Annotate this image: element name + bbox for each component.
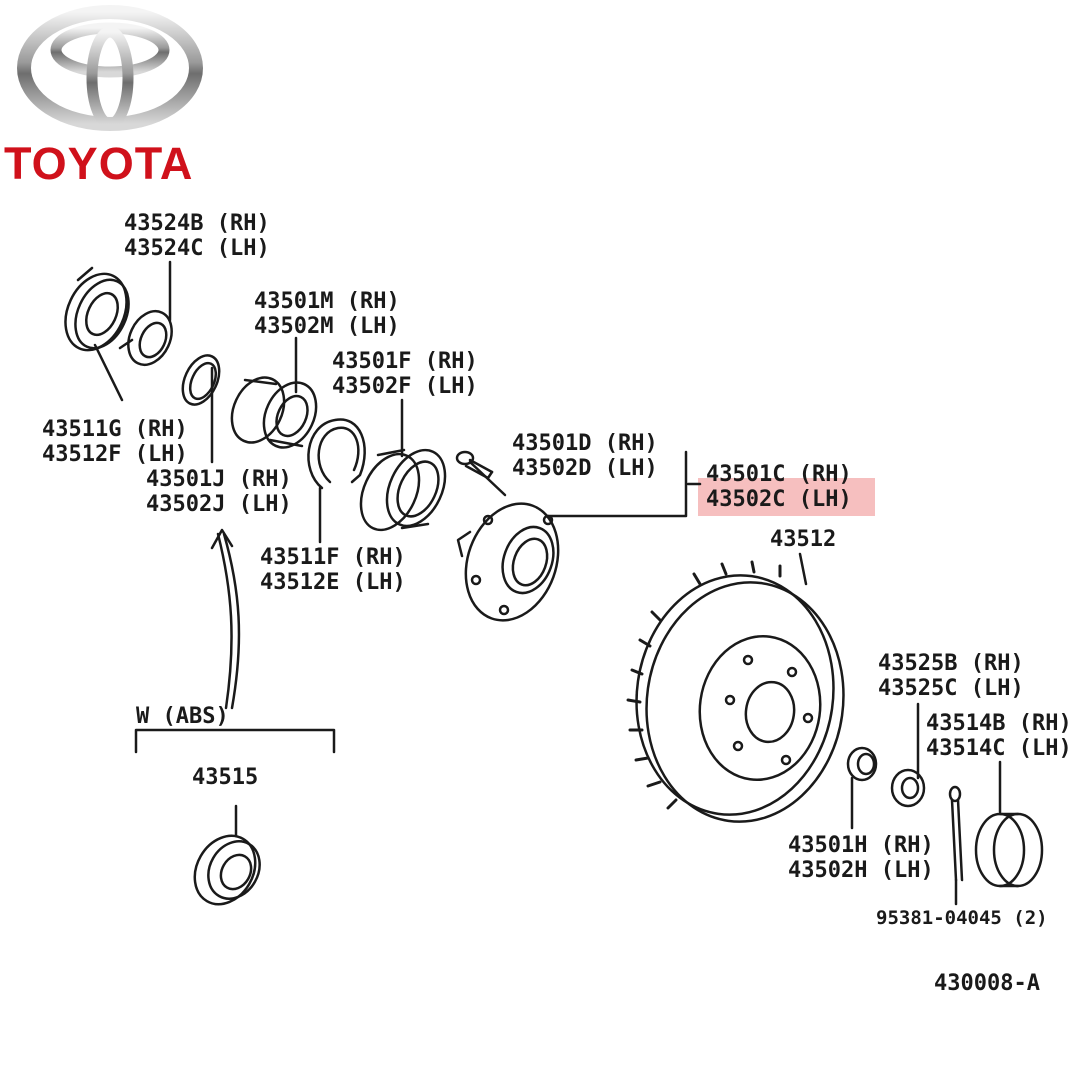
- bearing-race-43524b[interactable]: [120, 304, 180, 372]
- hub-bearing-43501m[interactable]: [222, 369, 326, 456]
- label-43511g: 43511G (RH): [42, 417, 188, 442]
- label-43524b: 43524B (RH): [124, 211, 270, 236]
- grease-cap-43514b[interactable]: [974, 812, 1044, 888]
- oil-seal-43511g[interactable]: [54, 264, 139, 360]
- label-43502m: 43502M (LH): [254, 314, 400, 339]
- label-43502f: 43502F (LH): [332, 374, 478, 399]
- highlight-43502c: [698, 478, 875, 516]
- brand-name: TOYOTA: [4, 138, 194, 189]
- label-43501h: 43501H (RH): [788, 833, 934, 858]
- leader-lines: [93, 260, 1002, 906]
- label-43512: 43512: [770, 527, 837, 552]
- label-43501j: 43501J (RH): [146, 467, 292, 492]
- label-43501d: 43501D (RH): [512, 431, 658, 456]
- label-43514c: 43514C (LH): [926, 736, 1072, 761]
- label-43501m: 43501M (RH): [254, 289, 400, 314]
- bearing-cup-43501f[interactable]: [350, 441, 457, 539]
- label-43512e: 43512E (LH): [260, 570, 406, 595]
- label-95381: 95381-04045 (2): [876, 907, 1048, 929]
- snap-ring-43511f[interactable]: [307, 418, 366, 490]
- label-43524c: 43524C (LH): [124, 236, 270, 261]
- label-43502j: 43502J (LH): [146, 492, 292, 517]
- toyota-logo: [0, 0, 230, 190]
- seal-ring-43501j[interactable]: [176, 350, 227, 411]
- label-43515: 43515: [192, 765, 259, 790]
- label-43512f: 43512F (LH): [42, 442, 188, 467]
- label-43502c: 43502C (LH): [706, 487, 852, 512]
- label-43502d: 43502D (LH): [512, 456, 658, 481]
- abs-rotor-43515[interactable]: [183, 825, 270, 915]
- label-43511f: 43511F (RH): [260, 545, 406, 570]
- label-43525b: 43525B (RH): [878, 651, 1024, 676]
- label-43502h: 43502H (LH): [788, 858, 934, 883]
- drawing-id: 430008-A: [934, 971, 1040, 996]
- label-43501c: 43501C (RH): [706, 462, 852, 487]
- hub-bolt-43501d[interactable]: [455, 450, 494, 480]
- axle-hub-43502c[interactable]: [450, 491, 574, 634]
- lock-nut-43525b[interactable]: [890, 768, 926, 808]
- label-43514b: 43514B (RH): [926, 711, 1072, 736]
- label-43501f: 43501F (RH): [332, 349, 478, 374]
- brake-disc-43512[interactable]: [621, 563, 858, 835]
- label-43525c: 43525C (LH): [878, 676, 1024, 701]
- hub-nut-43501h[interactable]: [846, 746, 878, 782]
- cotter-pin-95381[interactable]: [948, 785, 964, 882]
- label-w-abs: W (ABS): [136, 704, 229, 729]
